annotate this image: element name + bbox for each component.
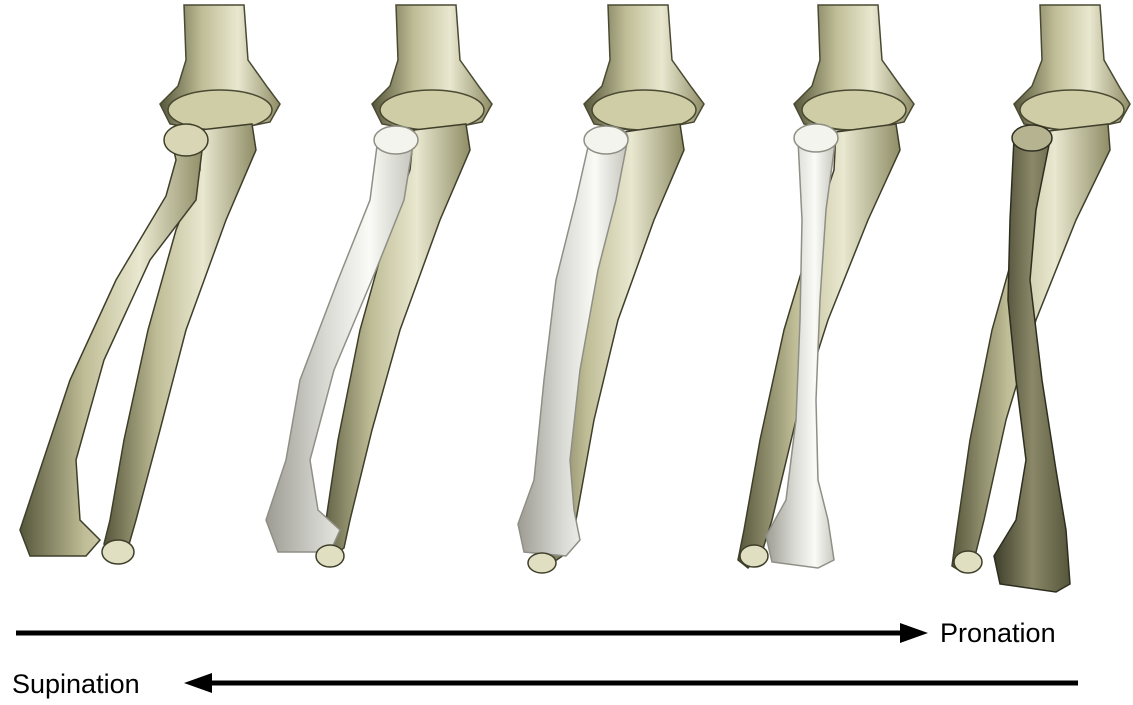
forearm-panel-4 [738,5,914,568]
humerus-2 [372,5,492,130]
supination-label: Supination [12,671,140,698]
radius-head-1 [164,124,208,156]
humerus-4 [794,5,914,130]
ulna-head-5 [954,551,982,573]
forearm-panel-2 [266,5,492,567]
forearm-panel-3 [518,5,704,573]
forearm-panel-5 [952,5,1130,592]
radius-head-5 [1012,125,1052,151]
ulna-head-4 [740,545,768,567]
radius-head-2 [374,126,418,154]
ulna-head-1 [102,540,134,564]
forearm-panel-1 [20,5,280,564]
supination-arrow [184,673,1078,693]
radius-head-3 [584,126,628,154]
pronation-label: Pronation [940,620,1056,647]
pronation-arrow [16,623,928,643]
ulna-head-2 [316,545,344,567]
humerus-1 [160,5,280,130]
radius-head-4 [794,124,838,152]
humerus-3 [584,5,704,130]
ulna-head-3 [528,553,556,573]
humerus-5 [1014,5,1130,130]
